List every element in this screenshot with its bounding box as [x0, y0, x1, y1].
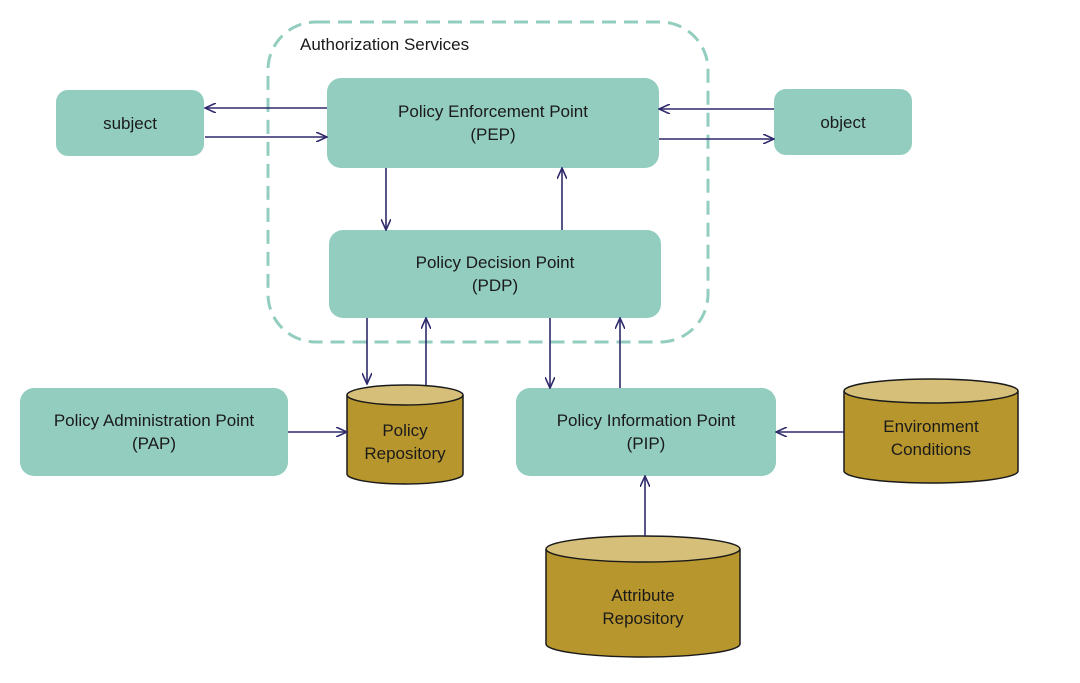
subject-node: subject [56, 90, 204, 156]
pip-node: Policy Information Point (PIP) [516, 388, 776, 476]
pdp-label-line2: (PDP) [472, 276, 518, 295]
pap-node: Policy Administration Point (PAP) [20, 388, 288, 476]
pep-label-line1: Policy Enforcement Point [398, 102, 588, 121]
attribute-repository-cylinder: Attribute Repository [545, 535, 741, 658]
attribute-repository-label-line2: Repository [602, 609, 684, 628]
pep-label-line2: (PEP) [470, 125, 515, 144]
pdp-label-line1: Policy Decision Point [416, 253, 575, 272]
policy-repository-cylinder: Policy Repository [346, 384, 464, 485]
pep-node: Policy Enforcement Point (PEP) [327, 78, 659, 168]
environment-conditions-cylinder: Environment Conditions [843, 378, 1019, 484]
environment-conditions-label-line2: Conditions [891, 440, 971, 459]
environment-conditions-label-line1: Environment [883, 417, 979, 436]
pap-label-line1: Policy Administration Point [54, 411, 255, 430]
object-node: object [774, 89, 912, 155]
policy-repository-label-line1: Policy [382, 421, 428, 440]
pap-label-line2: (PAP) [132, 434, 176, 453]
policy-repository-label-line2: Repository [364, 444, 446, 463]
authorization-services-label: Authorization Services [300, 35, 469, 54]
pip-label-line1: Policy Information Point [557, 411, 736, 430]
authorization-services-boundary [266, 20, 710, 344]
attribute-repository-label-line1: Attribute [611, 586, 674, 605]
pip-label-line2: (PIP) [627, 434, 666, 453]
object-label: object [820, 113, 866, 132]
subject-label: subject [103, 114, 157, 133]
pdp-node: Policy Decision Point (PDP) [329, 230, 661, 318]
